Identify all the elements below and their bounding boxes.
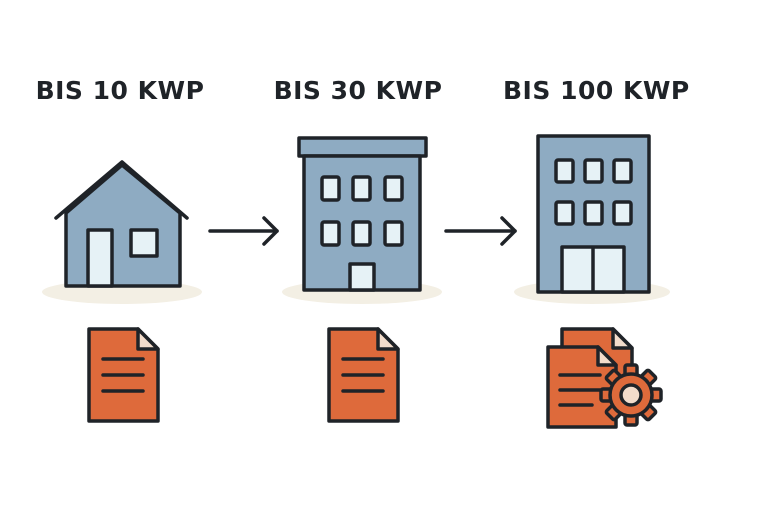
document-icon: [87, 327, 160, 423]
tier-label-100kwp: BIS 100 KWP: [503, 76, 690, 105]
arrow-right-icon: [444, 216, 517, 246]
tier-label-10kwp: BIS 10 KWP: [35, 76, 205, 105]
documents-gear-icon: [546, 327, 663, 429]
office-tower-icon: [536, 134, 651, 294]
tier-label-30kwp: BIS 30 KWP: [273, 76, 443, 105]
apartment-building-icon: [297, 136, 428, 292]
arrow-right-icon: [208, 216, 279, 246]
house-icon: [54, 160, 189, 288]
document-icon: [327, 327, 400, 423]
